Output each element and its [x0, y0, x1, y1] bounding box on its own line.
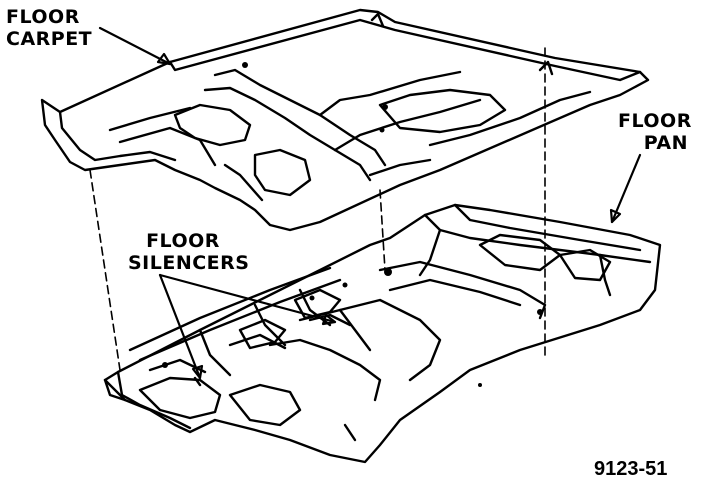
alignment-lines: [89, 47, 546, 371]
floor-pan-label-line1: FLOOR: [618, 110, 692, 132]
floor-pan-drawing: [103, 203, 662, 464]
floor-carpet-label-line2: CARPET: [6, 28, 93, 50]
floor-carpet-drawing: [40, 8, 650, 232]
leader-arrows: [98, 26, 642, 380]
floor-pan-label: FLOOR PAN: [618, 110, 692, 154]
floor-silencers-label-line2: SILENCERS: [128, 252, 250, 274]
figure-number: 9123-51: [594, 458, 668, 480]
floor-silencers-label-line1: FLOOR: [146, 230, 220, 252]
floor-pan-label-line2: PAN: [643, 132, 688, 154]
floor-silencers-label: FLOOR SILENCERS: [128, 230, 250, 274]
floor-carpet-label-line1: FLOOR: [6, 6, 80, 28]
floor-carpet-label: FLOOR CARPET: [6, 6, 92, 50]
